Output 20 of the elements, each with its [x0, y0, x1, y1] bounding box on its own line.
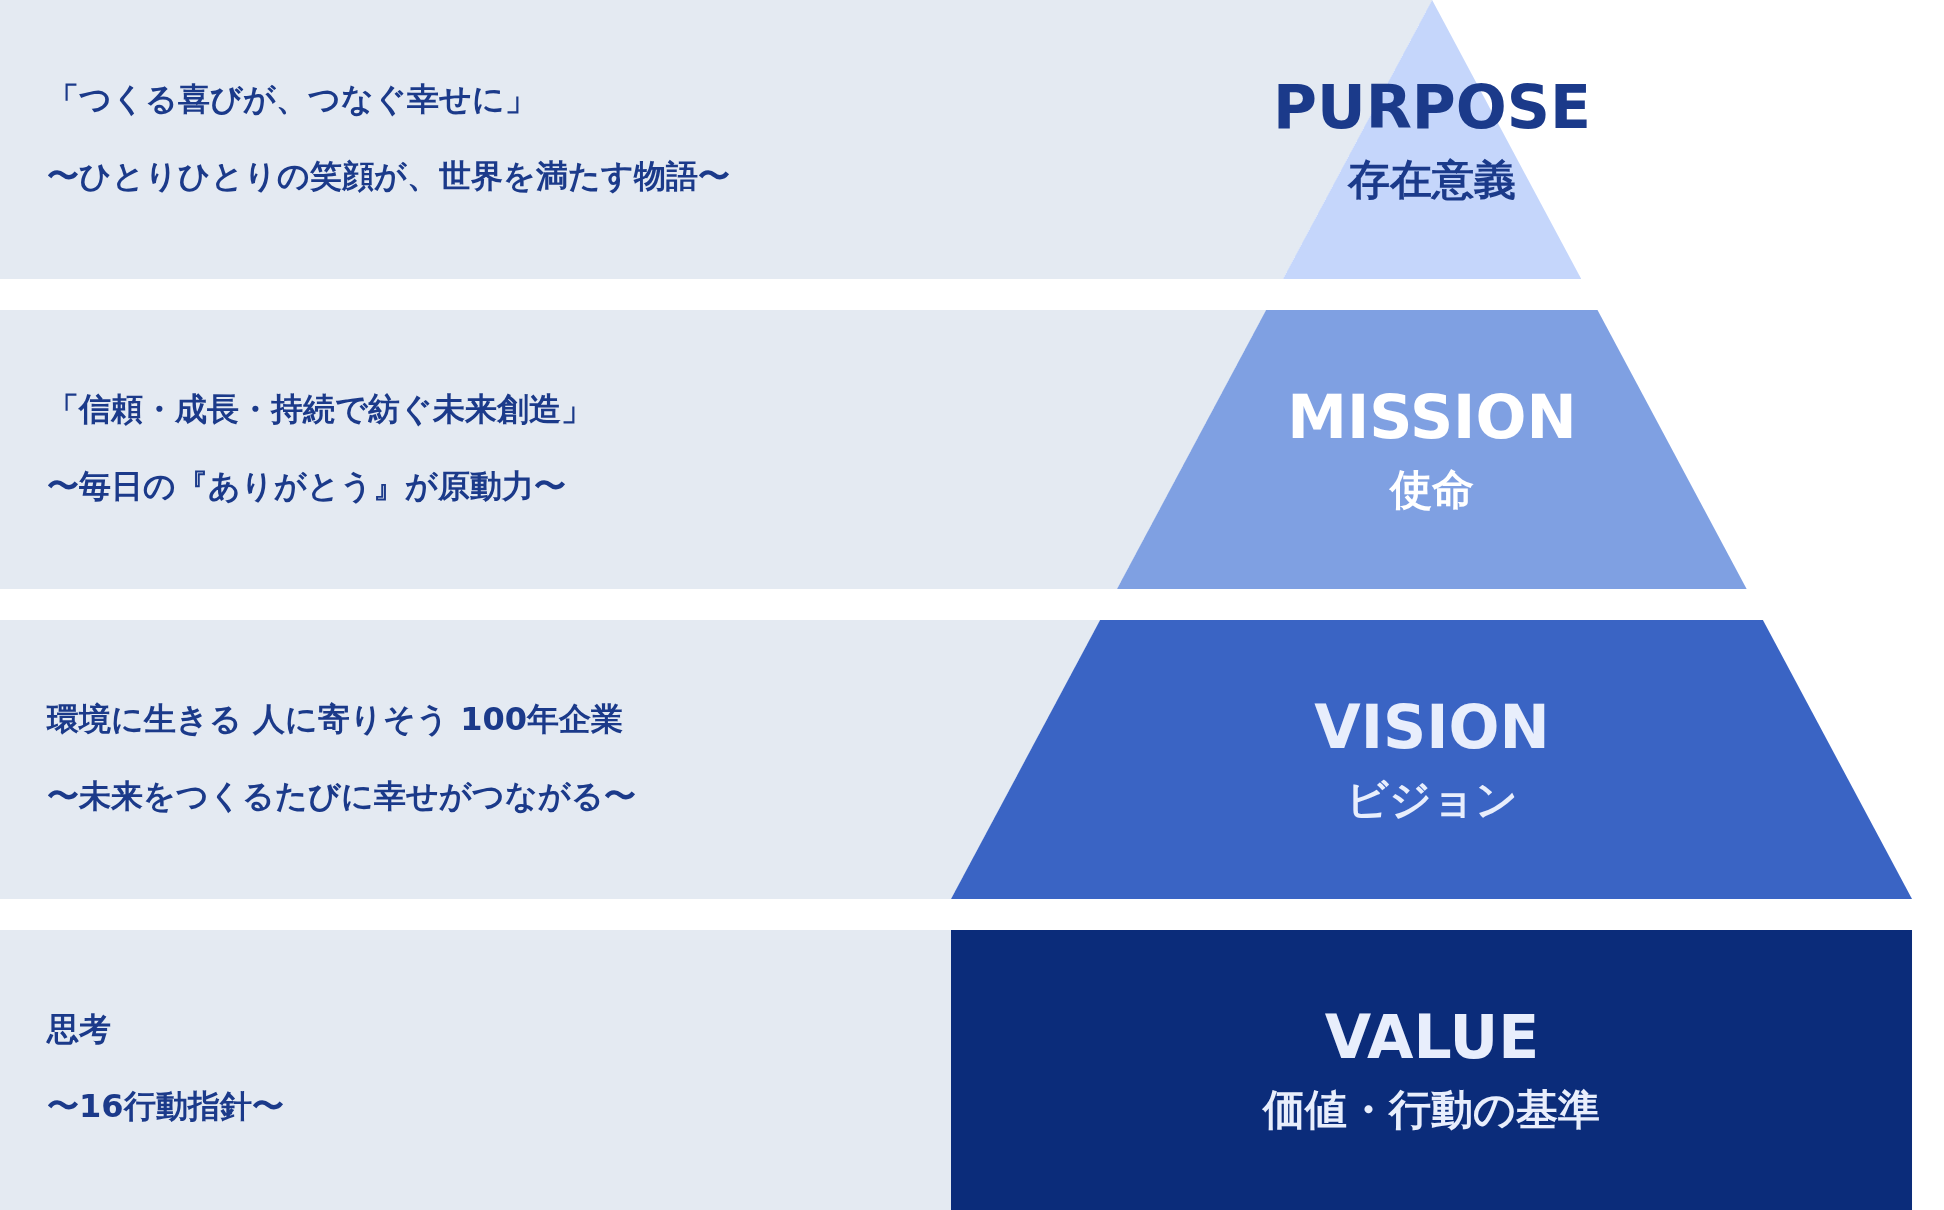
tier-subtitle: 価値・行動の基準 — [1263, 1084, 1601, 1136]
statement-band — [0, 310, 1118, 589]
tier-subtitle: 使命 — [1390, 463, 1474, 516]
tier-title: VALUE — [1324, 1002, 1540, 1072]
tier-subtitle: 存在意義 — [1348, 153, 1516, 206]
statement-tagline: 〜ひとりひとりの笑顔が、世界を満たす物語〜 — [47, 156, 730, 196]
statement-heading: 「つくる喜びが、つなぐ幸せに」 — [47, 79, 537, 119]
statement-tagline: 〜未来をつくるたびに幸せがつながる〜 — [47, 776, 636, 816]
statement-tagline: 〜16行動指針〜 — [47, 1086, 284, 1126]
statement-band — [0, 930, 952, 1210]
statement-heading: 環境に生きる 人に寄りそう 100年企業 — [47, 699, 624, 739]
statement-tagline: 〜毎日の『ありがとう』が原動力〜 — [47, 466, 566, 506]
pyramid-base-block — [951, 930, 1913, 1210]
tier-title: VISION — [1314, 691, 1550, 762]
statement-heading: 思考 — [47, 1009, 111, 1049]
tier-title: MISSION — [1287, 381, 1577, 452]
statement-band — [0, 620, 952, 899]
statement-heading: 「信頼・成長・持続で紡ぐ未来創造」 — [47, 389, 593, 429]
tier-subtitle: ビジョン — [1346, 773, 1518, 826]
tier-title: PURPOSE — [1272, 71, 1592, 142]
